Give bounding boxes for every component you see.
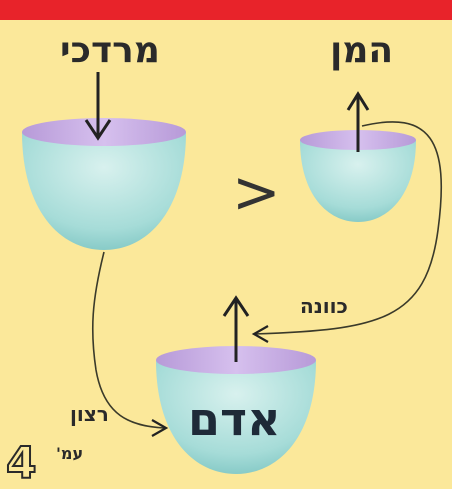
page-prefix: עמ'	[56, 444, 83, 463]
label-center-bowl: אדם	[188, 392, 281, 446]
label-arrow-right: כוונה	[300, 294, 348, 318]
bowl-left	[22, 118, 186, 250]
label-top-left: מרדכי	[60, 30, 160, 71]
label-top-right: המן	[330, 30, 393, 71]
arrow-into-left-bowl	[86, 72, 110, 138]
comparison-sign: >	[232, 158, 281, 226]
page-number: 4	[6, 438, 37, 489]
label-arrow-left: רצון	[70, 402, 109, 426]
